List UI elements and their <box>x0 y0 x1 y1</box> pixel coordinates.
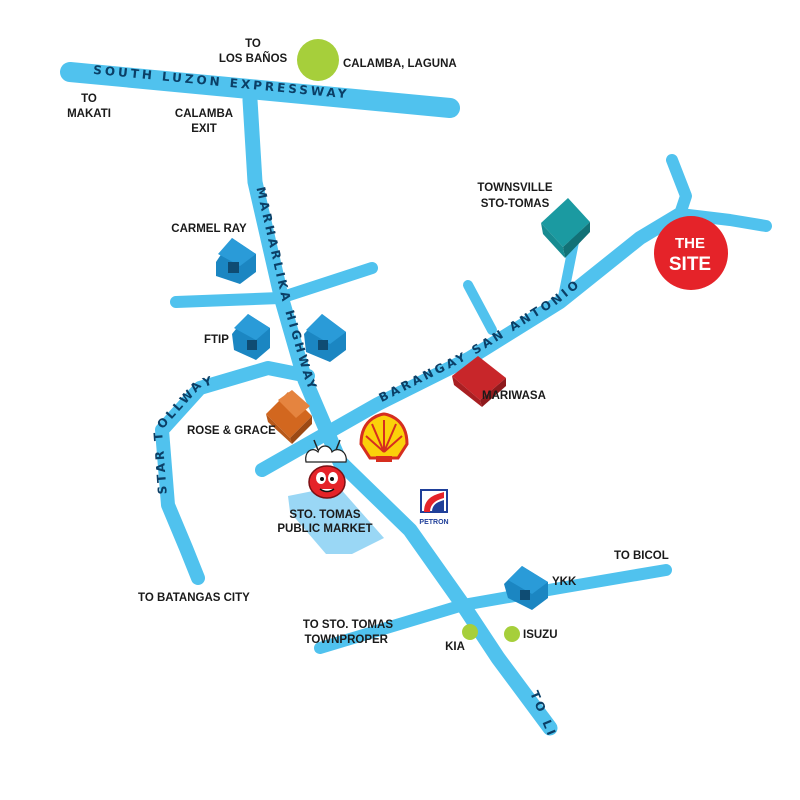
site-label-line2: SITE <box>669 254 711 275</box>
isuzu-label: ISUZU <box>523 629 558 641</box>
kia-marker <box>462 624 478 640</box>
calamba-marker <box>297 39 339 81</box>
site-marker-icon[interactable]: THE SITE <box>654 216 728 290</box>
calamba-laguna-label: CALAMBA, LAGUNA <box>343 58 457 70</box>
site-road-east <box>674 208 772 232</box>
townsville-line2: STO-TOMAS <box>481 198 550 210</box>
to-batangas-label: TO BATANGAS CITY <box>138 592 250 604</box>
jollibee-mascot-icon <box>305 439 347 499</box>
rose-grace-building <box>266 390 312 444</box>
to-makati-line2: MAKATI <box>67 108 111 120</box>
ftip-label: FTIP <box>204 334 229 346</box>
mariwasa-label: MARIWASA <box>482 390 546 402</box>
cross-road-upper <box>170 262 378 308</box>
public-market-area <box>288 486 384 554</box>
calamba-exit-line2: EXIT <box>191 123 217 135</box>
kia-label: KIA <box>445 641 465 653</box>
to-los-banos-line1: TO <box>245 38 261 50</box>
to-los-banos-line2: LOS BAÑOS <box>219 52 288 65</box>
ftip-building-2 <box>304 314 346 362</box>
petron-logo-icon: PETRON <box>419 489 449 526</box>
public-market-line1: STO. TOMAS <box>289 509 360 521</box>
mariwasa-building <box>452 356 506 407</box>
townsville-building <box>541 198 590 258</box>
calamba-exit-line1: CALAMBA <box>175 108 233 120</box>
ftip-building-1 <box>232 314 270 360</box>
star-tollway <box>155 361 315 585</box>
roads <box>60 62 772 736</box>
ykk-building <box>504 566 548 610</box>
carmel-ray-building <box>216 238 256 284</box>
petron-label: PETRON <box>419 519 448 526</box>
carmel-ray-label: CARMEL RAY <box>171 223 247 235</box>
site-road-north <box>666 154 692 220</box>
isuzu-marker <box>504 626 520 642</box>
to-townproper-line1: TO STO. TOMAS <box>303 619 393 631</box>
to-townproper-line2: TOWNPROPER <box>305 634 389 646</box>
ykk-label: YKK <box>552 576 577 588</box>
townsville-line1: TOWNSVILLE <box>477 182 553 194</box>
side-road-north <box>463 280 497 335</box>
place-labels: TO LOS BAÑOS CALAMBA, LAGUNA TO MAKATI C… <box>67 38 669 653</box>
barangay-san-antonio-road <box>255 207 687 477</box>
public-market-line2: PUBLIC MARKET <box>277 523 372 535</box>
rose-grace-label: ROSE & GRACE <box>187 425 276 437</box>
to-makati-line1: TO <box>81 93 97 105</box>
shell-logo-icon <box>359 412 409 462</box>
south-luzon-expressway <box>60 62 460 118</box>
to-bicol-label: TO BICOL <box>614 550 669 562</box>
site-label-line1: THE <box>675 235 705 252</box>
